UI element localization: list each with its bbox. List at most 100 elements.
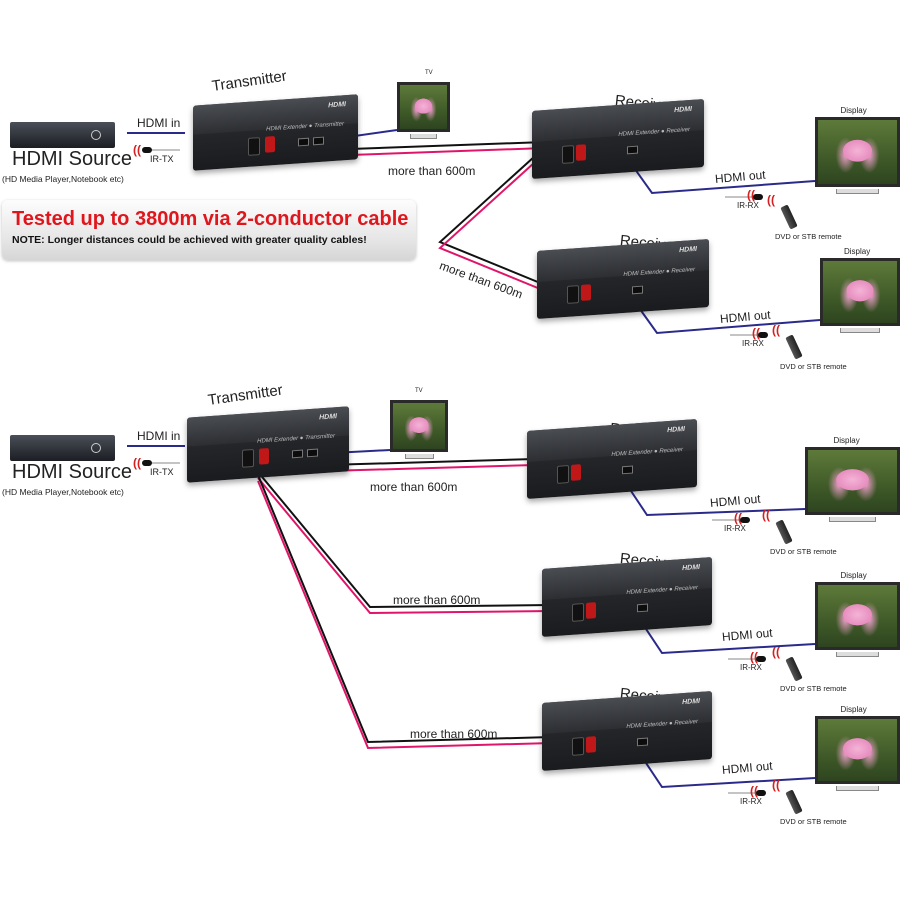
ir-rx-label: IR-RX	[740, 663, 762, 672]
source-title: HDMI Source	[12, 148, 133, 170]
cable-to-receiver-2-black	[438, 146, 551, 288]
display-label: Display	[844, 247, 871, 256]
screen-image	[815, 117, 900, 187]
hdmi-port-icon	[632, 285, 643, 295]
ir-transmitter-plug-icon	[142, 460, 152, 466]
tv-display	[397, 82, 450, 139]
remote-signal-icon: ((	[772, 778, 780, 792]
cable-to-receiver-3-red	[257, 480, 553, 750]
screen-image	[815, 716, 900, 784]
hdmi-out-cable	[631, 164, 816, 195]
distance-banner: Tested up to 3800m via 2-conductor cable…	[2, 200, 416, 260]
hdmi-port-icon	[307, 448, 318, 458]
hdmi-logo: HDMI	[682, 563, 700, 573]
screen-image	[397, 82, 450, 132]
ir-transmitter-icon: ((	[133, 456, 141, 470]
banner-headline: Tested up to 3800m via 2-conductor cable	[12, 208, 409, 230]
display-stand	[836, 652, 879, 657]
remote-label: DVD or STB remote	[780, 684, 847, 693]
cable-to-receiver-2-black	[257, 471, 553, 609]
hdmi-source-device	[10, 122, 115, 148]
ir-signal-icon: ((	[750, 784, 758, 798]
ir-receiver-plug-icon	[740, 517, 750, 523]
ir-signal-icon: ((	[734, 511, 742, 525]
remote-label: DVD or STB remote	[780, 817, 847, 826]
display	[815, 582, 900, 657]
cable-length-label: more than 600m	[388, 164, 476, 178]
cable-to-receiver-2-red	[438, 152, 551, 294]
screen-image	[815, 582, 900, 650]
hdmi-in-label: HDMI in	[137, 429, 181, 443]
hdmi-logo: HDMI	[667, 425, 685, 435]
ir-tx-label: IR-TX	[150, 154, 174, 164]
hdmi-logo: HDMI	[328, 101, 346, 110]
display-label: Display	[840, 571, 867, 580]
source-subtitle: (HD Media Player,Notebook etc)	[2, 487, 124, 497]
cable-to-receiver-3-black	[257, 474, 553, 744]
ir-receiver-plug-icon	[753, 194, 763, 200]
hdmi-logo: HDMI	[682, 697, 700, 707]
cable-to-receiver-2-red	[257, 477, 553, 615]
ir-rx-label: IR-RX	[724, 524, 746, 533]
remote-signal-icon: ((	[772, 645, 780, 659]
hdmi-port-icon	[637, 603, 648, 613]
hdmi-port-icon	[622, 465, 633, 475]
ir-signal-icon: ((	[747, 188, 755, 202]
remote-label: DVD or STB remote	[770, 547, 837, 556]
ir-receiver-plug-icon	[756, 790, 766, 796]
display-stand	[404, 454, 434, 459]
ir-signal-icon: ((	[752, 326, 760, 340]
hdmi-logo: HDMI	[319, 413, 337, 422]
hdmi-out-cable	[636, 304, 821, 335]
source-subtitle: (HD Media Player,Notebook etc)	[2, 174, 124, 184]
remote-label: DVD or STB remote	[780, 362, 847, 371]
red-terminal-icon	[259, 447, 269, 465]
power-button-icon	[91, 130, 101, 140]
hdmi-out-cable	[641, 756, 816, 789]
source-title: HDMI Source	[12, 461, 133, 483]
hdmi-source-device	[10, 435, 115, 461]
hdmi-port-icon	[292, 449, 303, 459]
ir-transmitter-icon: ((	[133, 143, 141, 157]
black-terminal-icon	[562, 145, 574, 165]
hdmi-port-icon	[637, 737, 648, 747]
hdmi-in-label: HDMI in	[137, 116, 181, 130]
black-terminal-icon	[242, 448, 254, 468]
display-label: Display	[840, 705, 867, 714]
hdmi-out-cable	[641, 622, 816, 655]
red-terminal-icon	[571, 464, 581, 482]
hdmi-port-icon	[627, 145, 638, 155]
cable-length-label: more than 600m	[393, 593, 481, 607]
cable-length-label: more than 600m	[370, 480, 458, 494]
red-terminal-icon	[586, 602, 596, 620]
tv-label: TV	[425, 70, 433, 76]
hdmi-port-icon	[298, 137, 309, 147]
remote-signal-icon: ((	[762, 508, 770, 522]
remote-signal-icon: ((	[767, 193, 775, 207]
black-terminal-icon	[567, 285, 579, 305]
screen-image	[390, 400, 448, 452]
black-terminal-icon	[572, 603, 584, 623]
black-terminal-icon	[572, 737, 584, 757]
screen-image	[820, 258, 900, 326]
ir-rx-label: IR-RX	[740, 797, 762, 806]
display-stand	[410, 134, 437, 139]
display-label: Display	[833, 436, 860, 445]
display-stand	[840, 328, 880, 333]
remote-signal-icon: ((	[772, 323, 780, 337]
power-button-icon	[91, 443, 101, 453]
ir-signal-icon: ((	[750, 650, 758, 664]
remote-label: DVD or STB remote	[775, 232, 842, 241]
ir-rx-label: IR-RX	[742, 339, 764, 348]
banner-note: NOTE: Longer distances could be achieved…	[12, 234, 367, 246]
ir-tx-label: IR-TX	[150, 467, 174, 477]
tv-label: TV	[415, 388, 423, 394]
